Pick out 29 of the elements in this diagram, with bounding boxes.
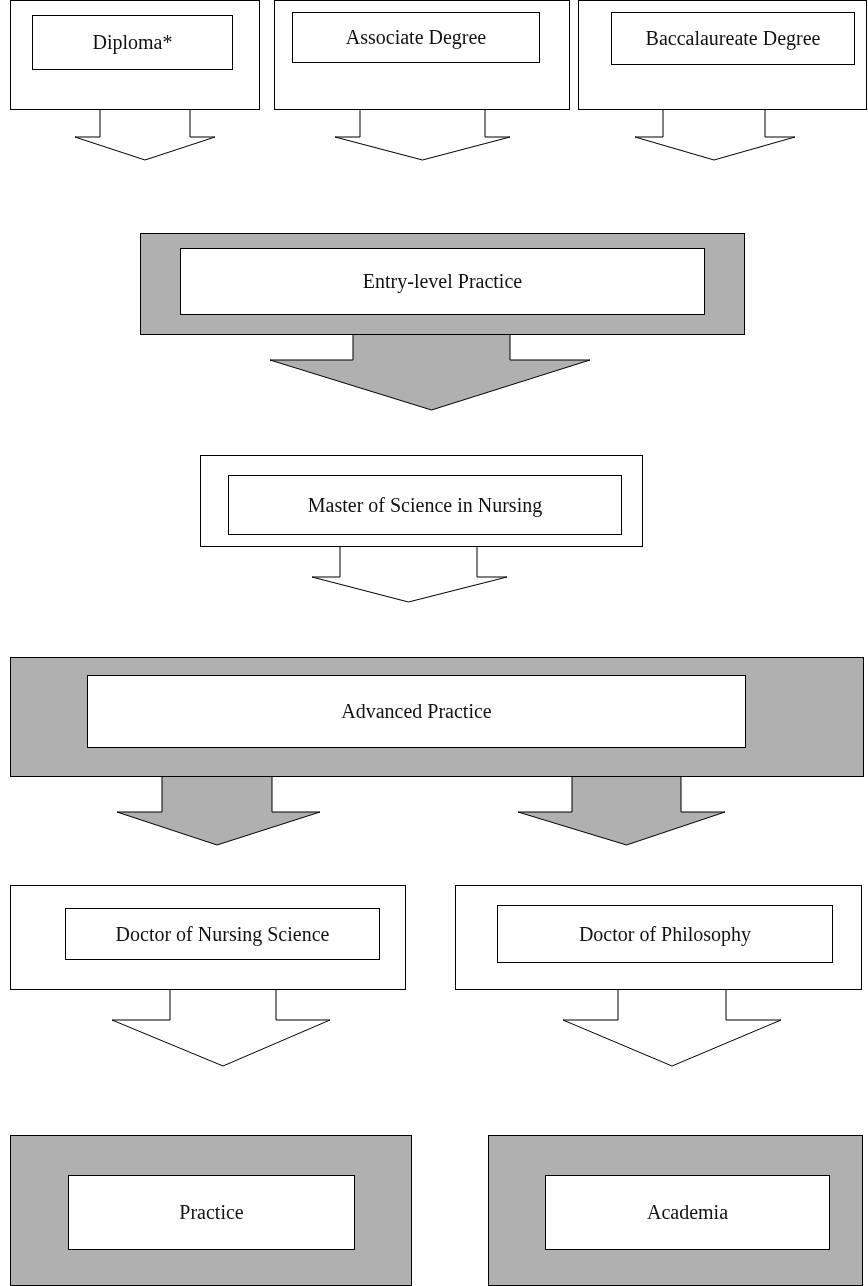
block-arrow [269, 334, 591, 411]
process-box [455, 885, 862, 990]
label-box: Master of Science in Nursing [228, 475, 622, 535]
process-box [10, 1135, 412, 1286]
process-box [10, 0, 260, 110]
block-arrow [311, 546, 508, 603]
label-box: Entry-level Practice [180, 248, 705, 315]
process-box [200, 455, 643, 547]
process-box [578, 0, 867, 110]
label-box: Academia [545, 1175, 830, 1250]
label-box: Advanced Practice [87, 675, 746, 748]
block-arrow [116, 776, 321, 846]
process-box [274, 0, 570, 110]
block-arrow [562, 989, 782, 1067]
block-arrow [111, 989, 331, 1067]
block-arrow [517, 776, 726, 846]
label-box: Doctor of Philosophy [497, 905, 833, 963]
block-arrow [334, 109, 511, 161]
block-arrow [74, 109, 216, 161]
label-box: Diploma* [32, 15, 233, 70]
label-box: Associate Degree [292, 12, 540, 63]
label-box: Practice [68, 1175, 355, 1250]
process-box [140, 233, 745, 335]
label-box: Baccalaureate Degree [611, 12, 855, 65]
process-box [10, 657, 864, 777]
label-box: Doctor of Nursing Science [65, 908, 380, 960]
process-box [488, 1135, 863, 1286]
process-box [10, 885, 406, 990]
block-arrow [634, 109, 796, 161]
